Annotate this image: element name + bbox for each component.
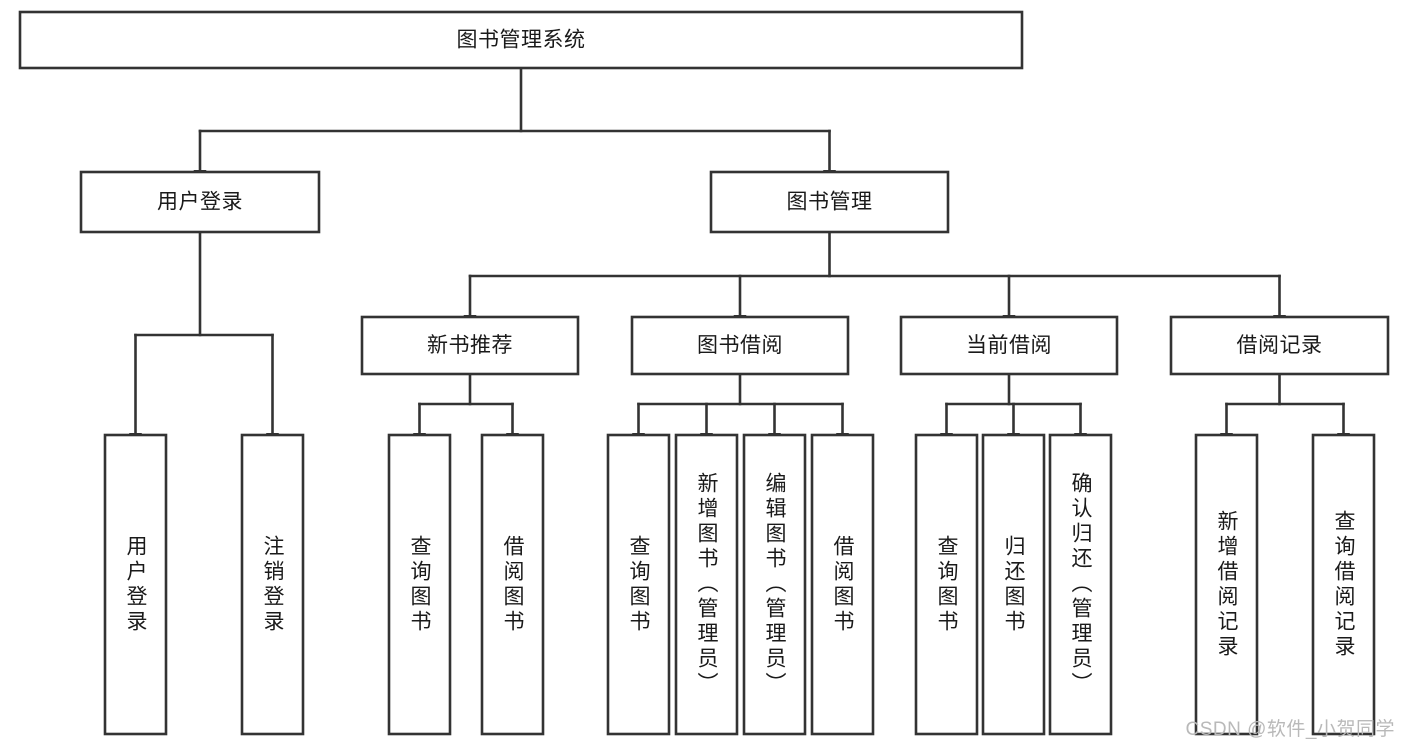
- node-box-leaf-query-book-rec[interactable]: [387, 433, 452, 736]
- node-label-new-book-rec: 新书推荐: [427, 334, 513, 357]
- node-box-leaf-add-book[interactable]: [674, 433, 739, 736]
- node-label-borrow-record: 借阅记录: [1237, 334, 1323, 357]
- node-box-leaf-query-book-cur[interactable]: [914, 433, 979, 736]
- node-box-leaf-query-record[interactable]: [1311, 433, 1376, 736]
- node-label-book-borrow: 图书借阅: [697, 334, 783, 357]
- node-box-current-borrow[interactable]: [899, 315, 1119, 376]
- node-box-leaf-user-login[interactable]: [103, 433, 168, 736]
- node-box-leaf-confirm-return[interactable]: [1048, 433, 1113, 736]
- node-box-book-borrow[interactable]: [630, 315, 850, 376]
- node-box-new-book-rec[interactable]: [360, 315, 580, 376]
- node-box-leaf-return-book[interactable]: [981, 433, 1046, 736]
- node-box-user-login[interactable]: [79, 170, 321, 234]
- node-label-root: 图书管理系统: [457, 29, 586, 52]
- node-label-user-login: 用户登录: [157, 191, 243, 214]
- node-label-current-borrow: 当前借阅: [966, 334, 1052, 357]
- node-box-leaf-add-record[interactable]: [1194, 433, 1259, 736]
- node-box-book-manage[interactable]: [709, 170, 950, 234]
- node-box-borrow-record[interactable]: [1169, 315, 1390, 376]
- node-label-book-manage: 图书管理: [787, 191, 873, 214]
- node-box-leaf-borrow-book-bor[interactable]: [810, 433, 875, 736]
- node-box-leaf-edit-book[interactable]: [742, 433, 807, 736]
- watermark: CSDN @软件_小贺同学: [1185, 719, 1395, 740]
- node-box-leaf-query-book-bor[interactable]: [606, 433, 671, 736]
- connector-layer: [129, 66, 1350, 444]
- node-box-layer: [18, 10, 1390, 736]
- node-box-leaf-borrow-book-rec[interactable]: [480, 433, 545, 736]
- node-box-leaf-logout[interactable]: [240, 433, 305, 736]
- node-box-root[interactable]: [18, 10, 1024, 70]
